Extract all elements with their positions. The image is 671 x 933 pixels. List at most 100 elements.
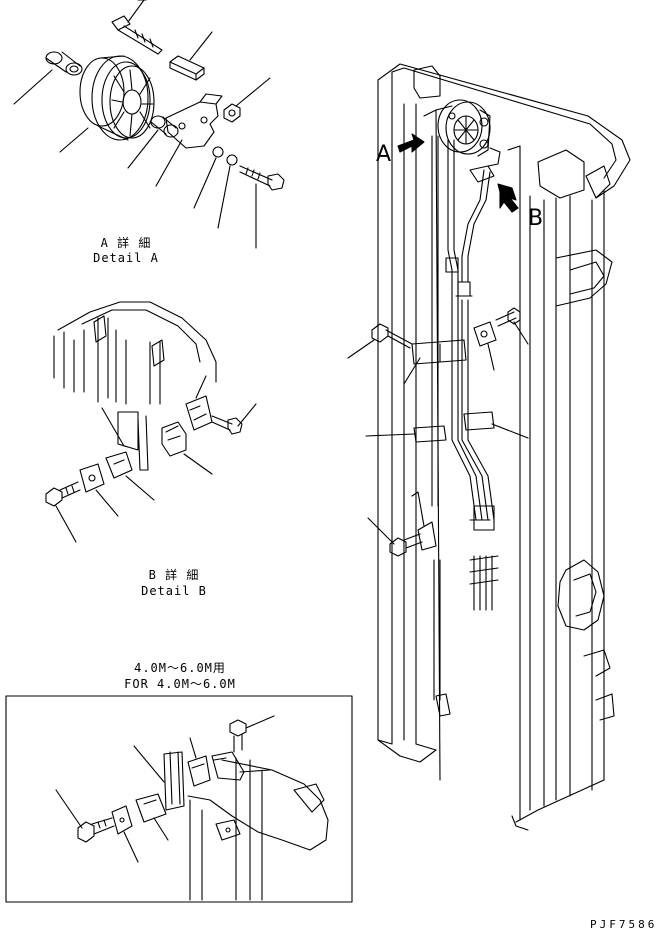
hose-pair bbox=[137, 415, 149, 471]
mast-bracket bbox=[557, 559, 605, 631]
long-bolt bbox=[111, 15, 163, 55]
bolt bbox=[77, 817, 115, 843]
mast-crossmember-end bbox=[585, 165, 611, 199]
nut bbox=[223, 103, 241, 123]
mast-crossmember bbox=[569, 261, 605, 295]
detail-b-title-en: Detail B bbox=[141, 584, 207, 598]
detail-b-view bbox=[45, 301, 257, 543]
marker-b: B bbox=[528, 206, 544, 231]
hose-holder bbox=[135, 793, 167, 823]
mast-outline bbox=[57, 301, 217, 383]
hose-bracket bbox=[411, 339, 467, 365]
hose-fitting bbox=[455, 281, 473, 297]
hose-plate bbox=[163, 751, 185, 811]
inner-rail bbox=[529, 195, 571, 811]
leader-line bbox=[59, 127, 89, 153]
leader-line bbox=[239, 769, 271, 773]
leader-line bbox=[491, 423, 529, 439]
option-box-border bbox=[5, 695, 353, 903]
leader-line bbox=[55, 789, 83, 829]
leader-line bbox=[95, 489, 119, 517]
option-title-en: FOR 4.0M～6.0M bbox=[124, 677, 236, 691]
arrow-b-icon bbox=[497, 183, 519, 213]
main-mast-assembly bbox=[347, 63, 631, 831]
bolt bbox=[45, 481, 81, 507]
bolt bbox=[495, 307, 521, 327]
mast-bracket bbox=[583, 649, 611, 677]
hose-fitting bbox=[469, 505, 495, 531]
leader-line bbox=[127, 0, 147, 23]
hose-holder bbox=[161, 421, 187, 457]
leader-line bbox=[189, 737, 197, 759]
mast-rails bbox=[189, 757, 263, 901]
leader-line bbox=[347, 339, 375, 359]
leader-line bbox=[365, 433, 415, 437]
leader-line bbox=[101, 407, 125, 447]
leader-line bbox=[367, 517, 395, 545]
hose-holder bbox=[79, 463, 105, 493]
mast-rails bbox=[53, 317, 161, 405]
leader-line bbox=[193, 157, 217, 209]
leader-line bbox=[403, 357, 421, 385]
mast-crossmember bbox=[555, 249, 613, 307]
bracket-plate bbox=[211, 751, 245, 781]
detail-b-title-jp: B 詳 細 bbox=[148, 568, 200, 582]
hose-bracket bbox=[411, 491, 437, 551]
hose-tag bbox=[463, 411, 495, 431]
detail-a-title-jp: A 詳 細 bbox=[100, 236, 152, 250]
hydraulic-hoses bbox=[431, 135, 495, 521]
leader-line bbox=[155, 139, 183, 187]
leader-line bbox=[123, 831, 139, 863]
channel-section bbox=[151, 339, 165, 367]
hose-plate bbox=[117, 411, 139, 451]
hose-clamp bbox=[185, 395, 213, 431]
mast-bracket bbox=[595, 693, 615, 721]
leader-line bbox=[235, 77, 271, 107]
leader-line bbox=[55, 505, 77, 543]
mast-bottom bbox=[377, 739, 437, 751]
detail-a-title-en: Detail A bbox=[93, 251, 159, 265]
channel-section bbox=[93, 315, 107, 343]
clamp-block bbox=[105, 451, 133, 479]
bolt bbox=[211, 415, 243, 435]
leader-line bbox=[217, 165, 231, 229]
hose-clamp bbox=[473, 321, 497, 347]
detail-a-exploded-view bbox=[13, 0, 285, 249]
hose-pulley bbox=[437, 99, 491, 157]
spring-washer bbox=[226, 154, 238, 166]
short-bolt bbox=[239, 165, 285, 191]
spacer-sleeve bbox=[169, 55, 205, 81]
bushing bbox=[150, 115, 179, 138]
clamp-block bbox=[215, 819, 241, 841]
bolt bbox=[371, 323, 413, 349]
mast-outline bbox=[187, 759, 329, 851]
option-title-jp: 4.0M～6.0M用 bbox=[134, 661, 226, 675]
leader-line bbox=[245, 715, 275, 729]
outer-right-rail bbox=[591, 189, 605, 791]
leader-line bbox=[153, 817, 169, 841]
bracket-plate bbox=[165, 93, 223, 149]
hose-pair bbox=[169, 751, 181, 805]
leader-line bbox=[513, 321, 529, 345]
hose-holder bbox=[111, 805, 133, 835]
washer bbox=[212, 146, 224, 158]
inner-mast bbox=[507, 145, 521, 821]
mast-left-rail bbox=[377, 79, 401, 757]
mast-top-crossmember bbox=[391, 67, 617, 179]
leader-line bbox=[125, 475, 155, 501]
leader-line bbox=[133, 745, 165, 783]
leader-line bbox=[183, 453, 213, 475]
leader-line bbox=[13, 69, 53, 105]
mast-top-crossmember bbox=[377, 63, 631, 199]
mast-outline bbox=[81, 309, 201, 363]
mast-crossmember-end bbox=[537, 149, 585, 199]
lower-hoses bbox=[433, 555, 499, 717]
bolt bbox=[389, 533, 423, 557]
mast-bottom bbox=[511, 815, 529, 831]
leader-line bbox=[127, 129, 159, 169]
mast-bottom bbox=[515, 779, 605, 823]
mast-crossmember-end bbox=[413, 65, 441, 99]
chain-pulley bbox=[79, 55, 155, 141]
arrow-a-icon bbox=[397, 133, 425, 153]
